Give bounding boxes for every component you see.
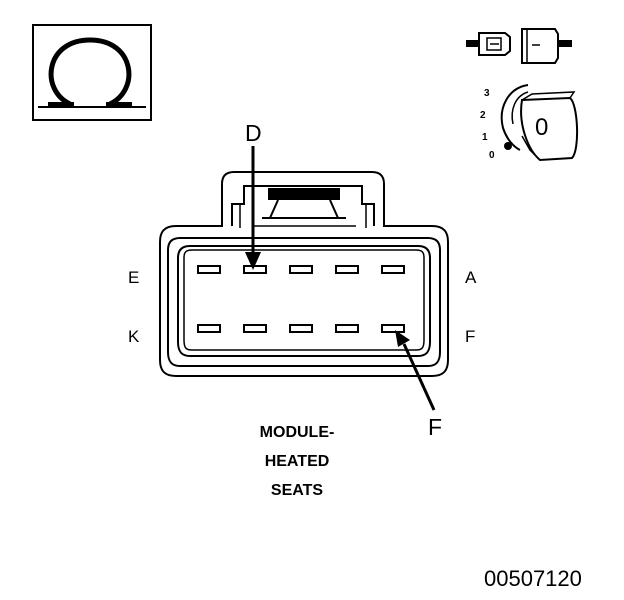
pin-cavities: [197, 265, 405, 333]
pin-cavity: [335, 265, 359, 274]
pin-cavity: [289, 324, 313, 333]
pin-cavity: [381, 265, 405, 274]
pin-cavity: [381, 324, 405, 333]
pin-cavity: [197, 265, 221, 274]
component-title-line-2: HEATED: [264, 453, 330, 470]
pin-cavity: [243, 265, 267, 274]
callout-label-d: D: [245, 120, 262, 146]
pin-cavity: [197, 324, 221, 333]
ignition-position-2: 2: [480, 110, 486, 121]
pin-label-k: K: [128, 327, 140, 346]
callout-arrow-f: [395, 330, 436, 411]
ignition-position-1: 1: [482, 132, 488, 143]
ignition-position-0: 0: [489, 150, 495, 161]
component-title-line-3: SEATS: [270, 482, 324, 499]
component-title-line-1: MODULE-: [259, 424, 335, 441]
reference-number: 00507120: [484, 566, 582, 591]
disconnected-connector-icon: [466, 28, 572, 64]
connector-housing: [159, 171, 449, 377]
callout-label-f: F: [428, 414, 443, 440]
ignition-key-glyph: 0: [535, 114, 549, 141]
pin-cavity: [335, 324, 359, 333]
pin-label-e: E: [128, 268, 140, 287]
ignition-key-icon: [500, 84, 579, 162]
ohm-meter-icon: [32, 24, 152, 121]
pin-cavity: [289, 265, 313, 274]
pin-cavity: [243, 324, 267, 333]
pin-label-a: A: [465, 268, 477, 287]
pin-label-f: F: [465, 327, 476, 346]
ignition-position-3: 3: [484, 88, 490, 99]
callout-arrow-d: [245, 146, 261, 270]
